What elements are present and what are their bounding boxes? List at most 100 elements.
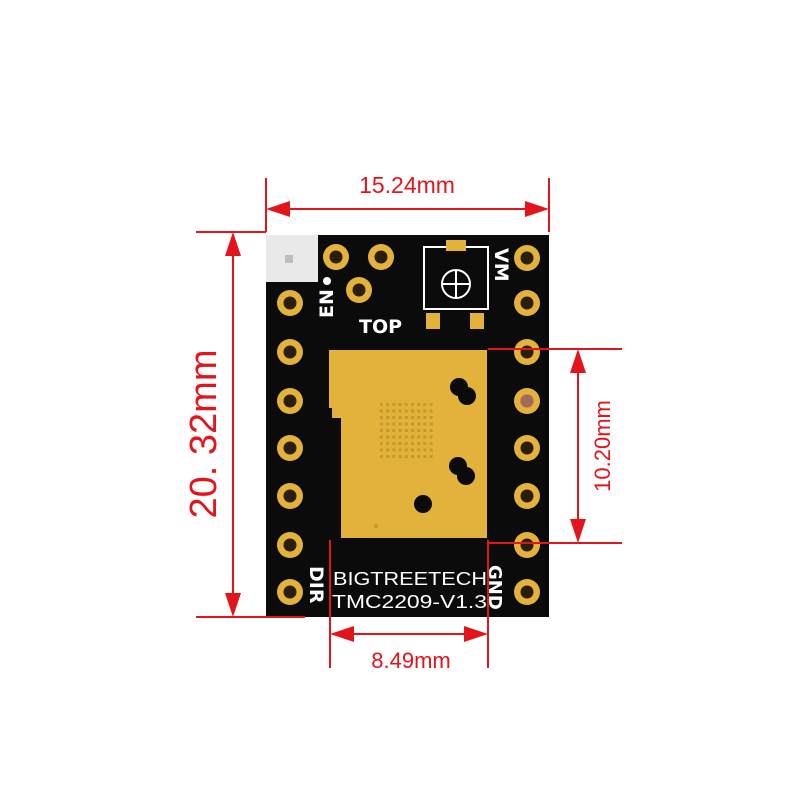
thermal-via bbox=[392, 435, 396, 439]
thermal-via bbox=[392, 448, 396, 452]
thermal-via bbox=[392, 455, 396, 458]
thermal-via bbox=[398, 455, 402, 458]
height-dimension-label: 20. 32mm bbox=[183, 350, 225, 519]
thermal-via bbox=[417, 455, 421, 458]
right-pin-8 bbox=[514, 579, 540, 605]
left-pin-6 bbox=[277, 532, 303, 558]
thermal-via bbox=[386, 448, 390, 452]
thermal-via bbox=[398, 435, 402, 439]
thermal-via bbox=[411, 448, 414, 452]
heatsink-hole-1b bbox=[458, 387, 476, 405]
thermal-via bbox=[429, 422, 433, 426]
thermal-via bbox=[380, 448, 383, 452]
thermal-via bbox=[386, 442, 390, 445]
left-pin-6-hole bbox=[283, 538, 297, 552]
thermal-via bbox=[386, 416, 390, 419]
chip-width-arrow-left bbox=[330, 626, 354, 642]
thermal-via bbox=[429, 429, 433, 432]
thermal-via bbox=[423, 422, 427, 426]
thermal-via bbox=[404, 435, 408, 439]
thermal-via bbox=[404, 429, 408, 432]
thermal-via bbox=[411, 416, 414, 419]
heatsink-hole-2b bbox=[457, 467, 475, 485]
label-en: EN bbox=[316, 289, 338, 318]
thermal-via bbox=[398, 416, 402, 419]
width-dimension-label: 15.24mm bbox=[359, 172, 455, 198]
thermal-via bbox=[386, 422, 390, 426]
heatsink-plate bbox=[329, 350, 487, 538]
heatsink-notch bbox=[318, 408, 332, 422]
left-pin-7 bbox=[277, 579, 303, 605]
config-pad-1 bbox=[323, 244, 349, 270]
label-top: TOP bbox=[359, 316, 402, 338]
thermal-via bbox=[398, 429, 402, 432]
right-pin-7-hole bbox=[520, 538, 534, 552]
left-pin-5 bbox=[277, 483, 303, 509]
thermal-via bbox=[386, 409, 390, 413]
height-arrow-top bbox=[225, 232, 241, 256]
thermal-via bbox=[398, 448, 402, 452]
left-pin-5-hole bbox=[283, 489, 297, 503]
thermal-via bbox=[392, 429, 396, 432]
thermal-via bbox=[411, 435, 414, 439]
right-pin-1 bbox=[514, 245, 540, 271]
left-pin-4-hole bbox=[283, 441, 297, 455]
chip-height-arrow-bottom bbox=[570, 519, 586, 543]
dimension-annotations bbox=[196, 178, 622, 668]
thermal-via bbox=[411, 409, 414, 413]
thermal-via bbox=[380, 416, 383, 419]
potentiometer-knob bbox=[441, 269, 471, 299]
thermal-via bbox=[411, 455, 414, 458]
thermal-via bbox=[417, 416, 421, 419]
chip-width-dimension-label: 8.49mm bbox=[371, 648, 450, 673]
right-pin-5 bbox=[514, 435, 540, 461]
thermal-via bbox=[404, 403, 408, 406]
thermal-via bbox=[392, 409, 396, 413]
left-pin-2 bbox=[277, 339, 303, 365]
thermal-via bbox=[429, 442, 433, 445]
right-pin-8-hole bbox=[520, 585, 534, 599]
thermal-via bbox=[404, 448, 408, 452]
thermal-via bbox=[429, 416, 433, 419]
thermal-via bbox=[404, 416, 408, 419]
height-arrow-bottom bbox=[225, 593, 241, 617]
thermal-via bbox=[429, 409, 433, 413]
chip-heatsink bbox=[318, 350, 487, 538]
thermal-via bbox=[423, 403, 427, 406]
thermal-via bbox=[429, 403, 433, 406]
thermal-via bbox=[398, 422, 402, 426]
thermal-via bbox=[411, 442, 414, 445]
thermal-via bbox=[404, 455, 408, 458]
pin1-marker-dot bbox=[285, 255, 293, 263]
thermal-via bbox=[429, 448, 433, 452]
thermal-via-grid bbox=[380, 403, 433, 458]
thermal-via bbox=[392, 442, 396, 445]
potentiometer bbox=[423, 240, 489, 329]
heatsink-dot bbox=[374, 524, 378, 528]
thermal-via bbox=[386, 455, 390, 458]
thermal-via bbox=[429, 435, 433, 439]
right-pin-7 bbox=[514, 532, 540, 558]
thermal-via bbox=[423, 448, 427, 452]
thermal-via bbox=[423, 429, 427, 432]
thermal-via bbox=[417, 442, 421, 445]
chip-width-arrow-right bbox=[464, 626, 488, 642]
thermal-via bbox=[380, 442, 383, 445]
config-pad-1-hole bbox=[329, 250, 343, 264]
potentiometer-pad-right bbox=[470, 313, 484, 329]
thermal-via bbox=[398, 409, 402, 413]
thermal-via bbox=[380, 429, 383, 432]
config-pad-2-hole bbox=[374, 250, 388, 264]
right-pin-2-hole bbox=[520, 296, 534, 310]
thermal-via bbox=[392, 416, 396, 419]
thermal-via bbox=[398, 442, 402, 445]
chip-height-arrow-top bbox=[570, 349, 586, 373]
thermal-via bbox=[404, 422, 408, 426]
thermal-via bbox=[386, 435, 390, 439]
potentiometer-pad-top bbox=[446, 240, 466, 251]
thermal-via bbox=[411, 429, 414, 432]
thermal-via bbox=[417, 448, 421, 452]
left-pin-4 bbox=[277, 435, 303, 461]
thermal-via bbox=[386, 403, 390, 406]
